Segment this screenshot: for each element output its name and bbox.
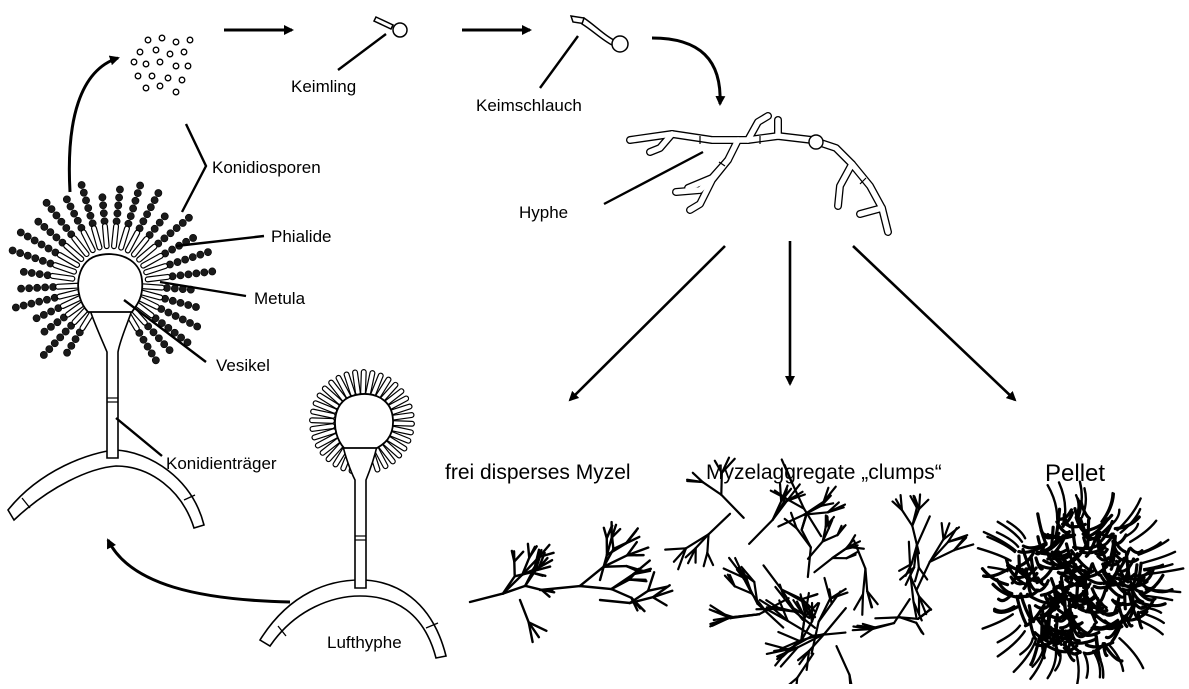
konidientraeger-drawing — [8, 181, 216, 528]
hyphe-drawing — [630, 116, 888, 232]
lufthyphe-vesicle — [335, 394, 393, 448]
label-lufthyphe: Lufthyphe — [327, 634, 402, 651]
label-pellet: Pellet — [1045, 462, 1105, 486]
arrow-keimschlauch-to-hyphe — [652, 38, 720, 104]
label-frei-disperses-myzel: frei disperses Myzel — [445, 462, 631, 483]
arrow-conidiophore-to-spores — [69, 58, 118, 192]
keimschlauch-drawing — [571, 16, 628, 52]
label-konidientraeger: Konidienträger — [166, 455, 277, 472]
pellet-drawing — [978, 482, 1183, 684]
myzelaggregate-drawing — [665, 458, 973, 684]
label-keimling: Keimling — [291, 78, 356, 95]
label-vesikel: Vesikel — [216, 357, 270, 374]
conidiospore-cluster — [131, 35, 193, 95]
flow-arrows — [69, 30, 1015, 602]
arrow-hyphe-to-pellet — [853, 246, 1015, 400]
lufthyphe-stalk — [343, 446, 377, 588]
arrow-lufthyphe-to-conidiophore — [108, 540, 290, 602]
leader-lines — [116, 34, 703, 456]
label-myzelaggregate: Myzelaggregate „clumps“ — [706, 462, 942, 483]
keimling-drawing — [374, 17, 407, 37]
conidiophore-vesicle — [78, 254, 142, 312]
label-hyphe: Hyphe — [519, 204, 568, 221]
frei-disperses-myzel-drawing — [470, 522, 672, 642]
label-metula: Metula — [254, 290, 305, 307]
label-phialide: Phialide — [271, 228, 332, 245]
label-konidiosporen: Konidiosporen — [212, 159, 321, 176]
lufthyphe-drawing — [260, 372, 446, 658]
arrow-hyphe-to-dispersed — [570, 246, 725, 400]
conidiophore-stalk — [90, 310, 132, 458]
label-keimschlauch: Keimschlauch — [476, 97, 582, 114]
